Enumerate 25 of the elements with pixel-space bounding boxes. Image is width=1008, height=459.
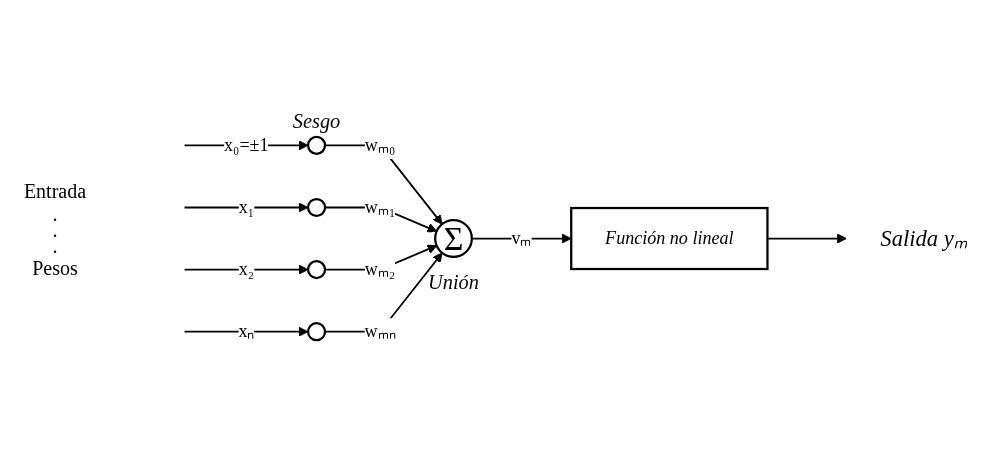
- edge-label: x₀=±1: [224, 135, 269, 155]
- side-label: Pesos: [32, 256, 78, 280]
- node-circle: [306, 322, 327, 342]
- side-label: Entrada: [23, 179, 87, 203]
- edge-label: wₘ₀: [364, 135, 396, 155]
- edge-label: wₘ₂: [364, 259, 396, 279]
- node-text: Salida yₘ: [880, 226, 968, 252]
- ellipsis-dot: .: [52, 208, 58, 219]
- edge-label: xₙ: [238, 321, 255, 342]
- ellipsis-dot: .: [52, 240, 58, 251]
- edge-label: vₘ: [511, 228, 532, 248]
- edge-label: x₂: [238, 259, 254, 279]
- node-caption: Sesgo: [292, 110, 341, 133]
- node-circle: [306, 136, 327, 156]
- node-circle: Σ: [434, 219, 473, 259]
- node-caption: Unión: [428, 271, 479, 294]
- arrow: [324, 144, 443, 225]
- edge-label: x₁: [238, 197, 254, 217]
- node-circle: [306, 198, 327, 218]
- ellipsis-dot: .: [52, 224, 58, 235]
- arrow: [324, 252, 443, 333]
- node-box: Función no lineal: [570, 207, 769, 271]
- edge-label: wₘ₁: [364, 197, 396, 217]
- node-circle: [306, 260, 327, 280]
- edge-label: wₘₙ: [364, 321, 396, 342]
